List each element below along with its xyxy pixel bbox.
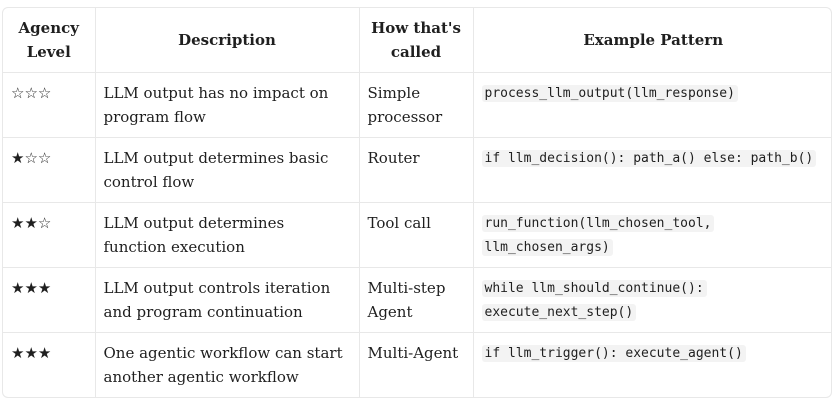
table-row: ★☆☆ LLM output determines basic control … [3,137,831,203]
agency-level-stars: ☆☆☆ [3,72,96,138]
agency-level-stars: ★☆☆ [3,137,96,203]
code-snippet: if llm_decision(): path_a() else: path_b… [481,149,817,167]
pattern-cell: process_llm_output(llm_response) [473,72,831,138]
agency-levels-table: Agency Level Description How that's call… [3,8,831,397]
pattern-cell: if llm_decision(): path_a() else: path_b… [473,137,831,203]
table-row: ★★☆ LLM output determines function execu… [3,202,831,268]
agency-levels-table-container: Agency Level Description How that's call… [2,7,832,398]
description-cell: LLM output determines basic control flow [95,137,360,203]
code-snippet: process_llm_output(llm_response) [481,84,738,102]
table-row: ★★★ LLM output controls iteration and pr… [3,267,831,333]
code-snippet: while llm_should_continue(): execute_nex… [481,279,707,321]
agency-level-stars: ★★☆ [3,202,96,268]
header-row: Agency Level Description How that's call… [3,8,831,73]
agency-level-stars: ★★★ [3,332,96,397]
code-snippet: if llm_trigger(): execute_agent() [481,344,746,362]
header-agency-level: Agency Level [3,8,96,73]
agency-level-stars: ★★★ [3,267,96,333]
table-row: ★★★ One agentic workflow can start anoth… [3,332,831,397]
called-cell: Tool call [359,202,474,268]
description-cell: LLM output determines function execution [95,202,360,268]
called-cell: Multi-Agent [359,332,474,397]
table-header: Agency Level Description How that's call… [3,8,831,73]
pattern-cell: run_function(llm_chosen_tool, llm_chosen… [473,202,831,268]
header-example-pattern: Example Pattern [473,8,831,73]
pattern-cell: while llm_should_continue(): execute_nex… [473,267,831,333]
code-snippet: run_function(llm_chosen_tool, llm_chosen… [481,214,715,256]
called-cell: Multi-step Agent [359,267,474,333]
table-body: ☆☆☆ LLM output has no impact on program … [3,72,831,397]
description-cell: LLM output controls iteration and progra… [95,267,360,333]
header-how-called: How that's called [359,8,474,73]
pattern-cell: if llm_trigger(): execute_agent() [473,332,831,397]
called-cell: Router [359,137,474,203]
header-description: Description [95,8,360,73]
table-row: ☆☆☆ LLM output has no impact on program … [3,72,831,138]
description-cell: One agentic workflow can start another a… [95,332,360,397]
called-cell: Simple processor [359,72,474,138]
description-cell: LLM output has no impact on program flow [95,72,360,138]
